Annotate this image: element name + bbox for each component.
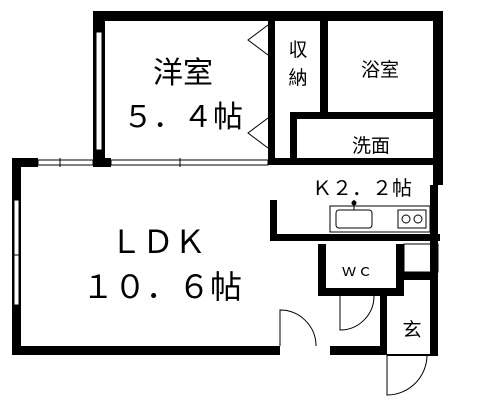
kitchen-label: Ｋ２．２帖	[312, 176, 412, 200]
windows	[12, 31, 269, 306]
window-western	[95, 31, 103, 151]
wall-wc-left	[318, 244, 326, 296]
western-room-size: ５．４帖	[123, 100, 243, 135]
washroom-label: 洗面	[352, 135, 390, 157]
wall-bottom-right	[330, 346, 380, 355]
wall-ldk-top-mid	[93, 158, 111, 167]
entrance-label: 玄	[402, 319, 421, 341]
kitchen-sink	[335, 209, 373, 229]
wall-right	[433, 11, 443, 185]
door-entrance	[386, 354, 428, 396]
door-wc	[339, 295, 375, 331]
wall-bath-bottom	[290, 112, 438, 119]
wall-ldk-bottom	[12, 346, 280, 355]
doors	[247, 24, 438, 396]
kitchen-stove	[397, 209, 427, 229]
fixtures	[329, 200, 439, 273]
storage-label-1: 収	[288, 39, 307, 61]
window-ldk-left	[13, 199, 20, 306]
wall-ldk-top-left	[12, 158, 38, 167]
door-storage-lower	[247, 117, 269, 149]
bathroom-label: 浴室	[361, 59, 399, 81]
storage-label-2: 納	[288, 67, 307, 89]
window-ldk-top	[37, 159, 94, 166]
wall-storage-left	[268, 21, 275, 158]
wall-entrance-left	[380, 296, 387, 355]
closet-box	[403, 243, 439, 273]
wall-ldk-top-right	[268, 158, 438, 165]
wall-kitchen-return	[270, 200, 277, 241]
wall-top	[93, 11, 443, 21]
door-storage-upper	[247, 24, 269, 56]
wall-wash-left	[290, 112, 297, 164]
kitchen-counter	[329, 205, 431, 233]
wall-bath-left	[320, 11, 328, 115]
ldk-name: ＬＤＫ	[110, 223, 206, 261]
wall-right-lower	[430, 185, 438, 355]
door-ldk	[279, 309, 317, 347]
window-ldk-top-2	[110, 159, 269, 166]
ldk-size: １０．６帖	[82, 268, 242, 306]
wall-kitchen-counter	[270, 234, 440, 241]
western-room-name: 洋室	[153, 56, 213, 91]
toilet-label: ｗｃ	[341, 261, 373, 280]
wall-wc-bottom	[318, 288, 404, 296]
wall-closet-pillar	[404, 272, 438, 280]
wall-wc-right	[396, 244, 404, 296]
